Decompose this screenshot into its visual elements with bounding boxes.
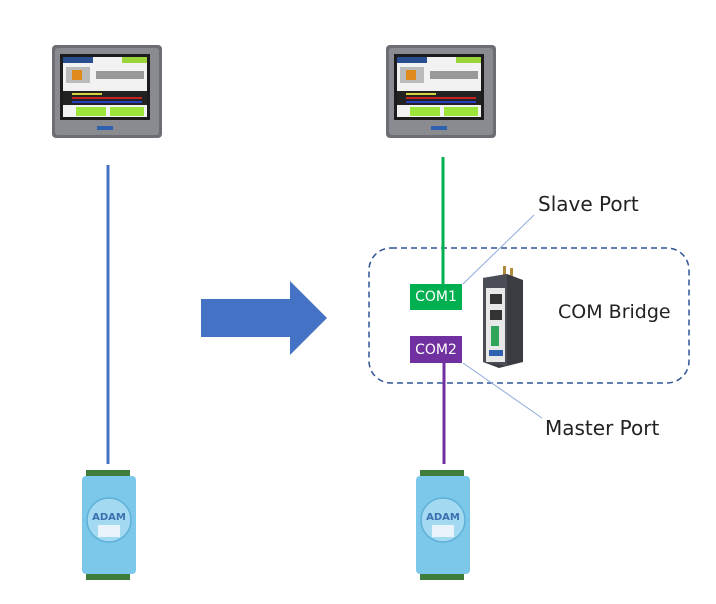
com1-label: COM1 <box>415 289 457 305</box>
com-bridge-device <box>483 266 523 368</box>
com-bridge-group-box <box>368 247 690 384</box>
slave-port-leader <box>462 214 535 285</box>
hmi-panel-left <box>52 45 162 138</box>
com2-label: COM2 <box>415 341 457 358</box>
com1-port-box: COM1 <box>410 284 462 310</box>
com2-port-box: COM2 <box>410 336 462 363</box>
master-port-leader <box>462 362 543 419</box>
transition-arrow <box>201 281 327 355</box>
svg-text:ADAM: ADAM <box>426 512 460 523</box>
adam-module-right: ADAM <box>416 470 470 580</box>
svg-text:ADAM: ADAM <box>92 512 126 523</box>
com-bridge-label: COM Bridge <box>558 301 671 323</box>
hmi-panel-right <box>386 45 496 138</box>
master-port-label: Master Port <box>545 416 660 440</box>
adam-module-left: ADAM <box>82 470 136 580</box>
slave-port-label: Slave Port <box>538 192 639 216</box>
